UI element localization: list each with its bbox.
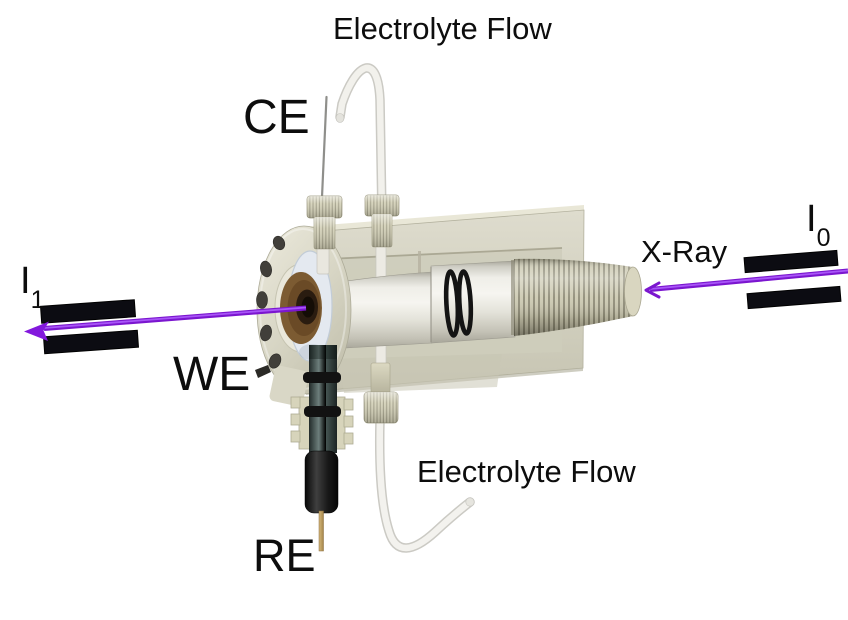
flow-tube-top-tip (335, 113, 345, 123)
re-clip-tooth (343, 415, 354, 428)
beam-transmitted-core (43, 306, 307, 329)
re-clip-tooth (290, 396, 301, 409)
i1-slit-bar-upper (39, 299, 137, 324)
flow-tube-bottom-tip (465, 497, 475, 507)
body-top-face (299, 205, 584, 234)
label-i0: I0 (806, 198, 830, 250)
outlet-port (363, 362, 475, 553)
label-working-electrode: WE (173, 348, 251, 401)
label-electrolyte-flow-top: Electrolyte Flow (333, 11, 552, 46)
re-clip-tooth (343, 432, 354, 445)
i0-symbol: I (806, 198, 817, 240)
we-contact-tab (255, 365, 271, 378)
re-glass-tube (309, 345, 337, 453)
re-glass-shadow (309, 345, 337, 359)
recess-shadow-line (327, 247, 563, 260)
label-xray: X-Ray (641, 234, 728, 269)
bolt-hole (268, 353, 282, 369)
label-counter-electrode: CE (243, 91, 310, 144)
beam-incident-arrowhead-icon (644, 281, 661, 299)
fitting-nut-shade (364, 392, 398, 423)
fitting-stem (370, 362, 391, 397)
re-clip-tooth (290, 430, 301, 443)
threaded-plunger-shade (514, 258, 633, 336)
thread-seam (511, 260, 515, 335)
label-reference-electrode: RE (253, 530, 316, 581)
bolt-hole (260, 324, 272, 342)
i1-subscript: 1 (30, 285, 45, 314)
re-ring-lower (304, 406, 341, 417)
xray-beam (24, 268, 848, 341)
fitting-cap-shade (307, 196, 342, 218)
ce-port-stub (316, 245, 330, 275)
ce-wire (320, 95, 328, 199)
re-clip-tooth (343, 398, 354, 411)
fitting-cap-shade (365, 195, 399, 216)
bolt-hole (256, 291, 268, 309)
i0-slit-bar-lower (746, 285, 842, 310)
beam-incident-core (649, 269, 848, 290)
inlet-tube-upper (375, 243, 387, 279)
i0-subscript: 0 (816, 223, 831, 252)
bolt-hole (260, 260, 272, 278)
o-ring-right (456, 269, 474, 336)
piston-cylinder (325, 258, 642, 350)
flow-tube-bottom (376, 416, 474, 552)
top-ports (306, 63, 400, 250)
ce-port-fitting (306, 195, 343, 250)
i1-slit-bar-lower (42, 329, 140, 355)
fitting-stem-shade (314, 217, 335, 249)
label-i1: I1 (20, 260, 44, 312)
flange-bolt-holes (256, 235, 286, 369)
re-electrode-body (304, 450, 339, 514)
inlet-port-fitting (364, 194, 400, 248)
re-gold-pin (318, 510, 324, 552)
re-assembly (290, 345, 354, 552)
fitting-stem-shade (372, 214, 392, 247)
beam-transmitted-arrowhead-icon (24, 321, 49, 341)
i0-slit-bar-upper (743, 249, 839, 274)
flange-bottom-lug (269, 365, 309, 407)
re-ring-upper (303, 372, 341, 383)
label-electrolyte-flow-bottom: Electrolyte Flow (417, 454, 636, 489)
cylinder-barrel (430, 260, 516, 344)
plunger-end-cap (624, 266, 642, 317)
window-aperture-center (301, 296, 315, 318)
slits (39, 249, 842, 355)
flow-tube-top (336, 64, 386, 220)
re-clip-tooth (290, 413, 301, 426)
i1-symbol: I (20, 260, 31, 302)
bolt-hole (272, 235, 286, 251)
